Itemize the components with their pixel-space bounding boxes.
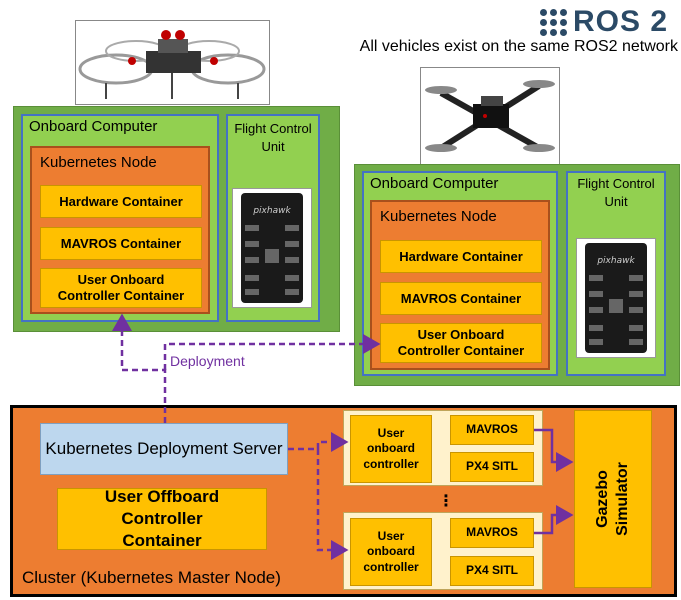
ros-logo-text: ROS 2 [573, 5, 669, 38]
pixhawk-board-icon: pixhawk [576, 238, 656, 358]
mavros-1-to-gazebo-arrow [534, 428, 574, 472]
deployment-arrow-vehicle-2 [163, 334, 381, 370]
sim-1-px4-sitl: PX4 SITL [450, 452, 534, 482]
network-note: All vehicles exist on the same ROS2 netw… [359, 38, 678, 55]
sim-1-user-onboard-controller: User onboard controller [350, 415, 432, 483]
kubernetes-node-title: Kubernetes Node [40, 154, 157, 171]
deployment-label: Deployment [170, 353, 245, 369]
deployment-arrow-sim-2 [316, 449, 349, 560]
ros-logo-icon [540, 8, 567, 36]
racing-drone-photo-icon [420, 67, 560, 165]
sim-1-mavros: MAVROS [450, 415, 534, 445]
ros2-logo: ROS 2 [540, 4, 680, 40]
mavros-2-to-gazebo-arrow [534, 505, 574, 535]
quadcopter-photo-icon [75, 20, 270, 105]
svg-text:pixhawk: pixhawk [596, 256, 635, 266]
sim-2-user-onboard-controller: User onboard controller [350, 518, 432, 586]
pixhawk-board-icon: pixhawk [232, 188, 312, 308]
flight-control-unit-title: Flight Control Unit [234, 121, 312, 154]
sim-2-mavros: MAVROS [450, 518, 534, 548]
cluster-label: Cluster (Kubernetes Master Node) [22, 568, 281, 587]
user-offboard-controller-container: User Offboard Controller Container [57, 487, 267, 550]
kubernetes-node-title: Kubernetes Node [380, 208, 497, 225]
onboard-computer-title: Onboard Computer [29, 118, 158, 135]
deployment-arrow-sim-1 [288, 432, 349, 452]
vehicle-2-mavros-container: MAVROS Container [380, 282, 542, 315]
onboard-computer-title: Onboard Computer [370, 175, 499, 192]
vehicle-2-hardware-container: Hardware Container [380, 240, 542, 273]
gazebo-simulator: Gazebo Simulator [574, 410, 652, 588]
vehicle-1-user-onboard-controller-container: User Onboard Controller Container [40, 268, 202, 308]
flight-control-unit-title: Flight Control Unit [577, 176, 655, 209]
vehicle-1-hardware-container: Hardware Container [40, 185, 202, 218]
svg-text:pixhawk: pixhawk [252, 206, 291, 216]
deployment-arrow-vehicle-1 [112, 313, 167, 423]
kubernetes-deployment-server: Kubernetes Deployment Server [40, 423, 288, 475]
more-simulations-ellipsis: ⋮ [438, 493, 454, 510]
vehicle-1-mavros-container: MAVROS Container [40, 227, 202, 260]
vehicle-2-user-onboard-controller-container: User Onboard Controller Container [380, 323, 542, 363]
sim-2-px4-sitl: PX4 SITL [450, 556, 534, 586]
